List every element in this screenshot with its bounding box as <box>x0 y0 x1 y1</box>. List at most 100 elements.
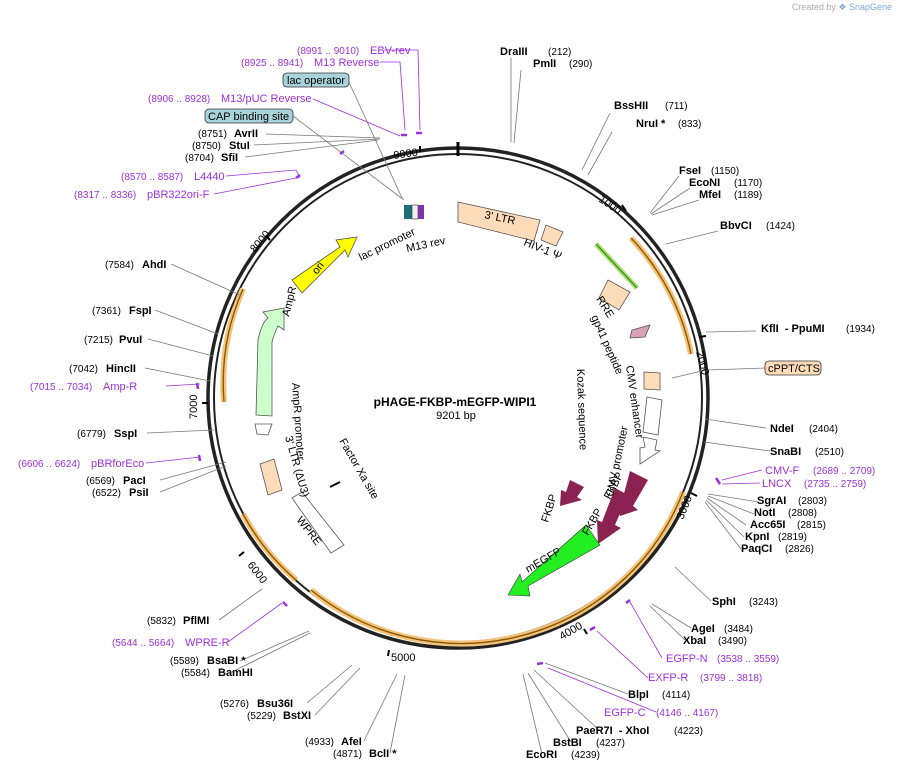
enzyme-position: (2510) <box>815 447 844 458</box>
enzyme-name: KflI - PpuMI <box>761 323 825 335</box>
enzyme-position: (3243) <box>749 597 778 608</box>
enzyme-name: AvrII <box>234 128 258 140</box>
primer-range: (4146 .. 4167) <box>656 708 718 719</box>
primer-name: Amp-R <box>103 381 137 393</box>
enzyme-name: NotI <box>754 507 775 519</box>
primer-name: M13 Reverse <box>314 57 379 69</box>
megfp-arrow <box>507 524 601 597</box>
primer-name: EBV-rev <box>370 45 411 57</box>
enzyme-name: SgrAI <box>757 495 786 507</box>
enzyme-position: (290) <box>569 59 592 70</box>
annotation-arcs <box>220 235 694 647</box>
primer-range: (8317 .. 8336) <box>74 190 136 201</box>
lac-operator-box <box>282 72 350 88</box>
enzyme-position: (8704) <box>185 153 214 164</box>
primer-range: (2689 .. 2709) <box>813 466 875 477</box>
enzyme-name: PsiI <box>129 487 149 499</box>
enzyme-name: BclI * <box>369 748 397 760</box>
enzyme-name: BsaBI * <box>207 655 246 667</box>
enzyme-position: (1934) <box>846 324 875 335</box>
fkbp-arrow-1 <box>617 471 648 516</box>
enzyme-name: EcoNI <box>689 177 720 189</box>
enzyme-name: AhdI <box>142 259 166 271</box>
enzyme-labels: DraIII (212) PmlI (290) BssHII (711) Nru… <box>69 46 875 761</box>
ampr-label: AmpR <box>280 285 299 318</box>
factorxa-label: Factor Xa site <box>336 437 380 502</box>
enzyme-position: (6522) <box>92 488 121 499</box>
m13rev-shape <box>418 205 424 219</box>
enzyme-name: PmlI <box>533 58 556 70</box>
primer-range: (3538 .. 3559) <box>717 654 779 665</box>
enzyme-position: (4114) <box>662 690 690 701</box>
plasmid-name: pHAGE-FKBP-mEGFP-WIPI1 <box>374 395 537 409</box>
ltr5-shape <box>457 201 541 242</box>
enzyme-position: (6779) <box>77 429 106 440</box>
tick-marks: 1000 2000 3000 4000 5000 6000 7000 8000 … <box>188 146 711 664</box>
ampr-promoter-shape <box>254 423 273 436</box>
leader-lines <box>144 49 771 755</box>
snapgene-credit: Created by ❖ SnapGene <box>792 2 892 13</box>
lac-operator-shape <box>411 204 419 220</box>
primer-name: WPRE-R <box>185 637 230 649</box>
lac-promoter-shape <box>404 205 412 219</box>
enzyme-name: StuI <box>229 140 250 152</box>
primer-range: (8570 .. 8587) <box>121 172 183 183</box>
enzyme-position: (5832) <box>147 616 176 627</box>
primer-range: (6606 .. 6624) <box>18 459 80 470</box>
enzyme-position: (2815) <box>797 520 826 531</box>
enzyme-position: (212) <box>548 47 571 58</box>
enzyme-name: XbaI <box>683 635 706 647</box>
primer-name: EXFP-R <box>648 672 688 684</box>
enzyme-position: (8751) <box>198 129 227 140</box>
primer-range: (3799 .. 3818) <box>700 673 762 684</box>
primer-name: L4440 <box>194 171 225 183</box>
enzyme-position: (6569) <box>86 476 115 487</box>
ori-label: ori <box>310 260 327 277</box>
fkbp-label: FKBP <box>539 493 559 524</box>
enzyme-name: PflMI <box>183 615 209 627</box>
feature-labels: 3' LTR HIV-1 Ψ RRE gp41 peptide CMV enha… <box>280 209 645 575</box>
primer-marks <box>195 131 722 666</box>
enzyme-position: (2808) <box>788 508 817 519</box>
enzyme-name: BbvCI <box>720 220 752 232</box>
credit-text: Created by <box>791 2 836 12</box>
enzyme-position: (1189) <box>734 190 762 201</box>
enzyme-position: (4933) <box>305 737 334 748</box>
primer-name: pBRforEco <box>91 458 144 470</box>
enzyme-position: (5589) <box>170 656 199 667</box>
cap-binding-box <box>204 108 294 124</box>
enzyme-name: NruI * <box>636 118 666 130</box>
enzyme-name: MfeI <box>699 189 721 201</box>
enzyme-name: NdeI <box>770 423 794 435</box>
plasmid-size: 9201 bp <box>436 410 476 422</box>
primer-range: (5644 .. 5664) <box>112 638 174 649</box>
lac-operator-label: lac operator <box>287 75 345 87</box>
enzyme-name: KpnI <box>745 531 769 543</box>
enzyme-position: (2803) <box>798 496 827 507</box>
enzyme-position: (4237) <box>596 738 625 749</box>
enzyme-name: SnaBI <box>770 446 801 458</box>
primer-name: M13/pUC Reverse <box>221 93 311 105</box>
cppt-label: cPPT/CTS <box>768 363 820 375</box>
factorxa-mark <box>329 481 341 488</box>
enzyme-position: (1150) <box>711 166 739 177</box>
primer-name: EGFP-C <box>604 707 646 719</box>
ori-arrow <box>291 236 358 294</box>
cmv-enhancer-shape <box>642 396 663 436</box>
enzyme-position: (7584) <box>105 260 134 271</box>
ampr-arrow <box>255 307 285 417</box>
cppt-shape <box>643 371 661 391</box>
enzyme-name: FspI <box>129 305 152 317</box>
fkbp-arrow-3 <box>560 480 584 506</box>
enzyme-position: (5584) <box>181 668 210 679</box>
primer-name: LNCX <box>762 478 792 490</box>
enzyme-name: SfiI <box>221 152 238 164</box>
gp41-shape <box>629 324 651 339</box>
primer-range: (7015 .. 7034) <box>30 382 92 393</box>
enzyme-name: BstXI <box>283 710 311 722</box>
enzyme-position: (7042) <box>69 364 98 375</box>
cppt-box <box>764 360 822 376</box>
feature-shapes <box>254 201 663 597</box>
enzyme-position: (711) <box>665 101 688 112</box>
enzyme-name: EcoRI <box>526 749 557 761</box>
